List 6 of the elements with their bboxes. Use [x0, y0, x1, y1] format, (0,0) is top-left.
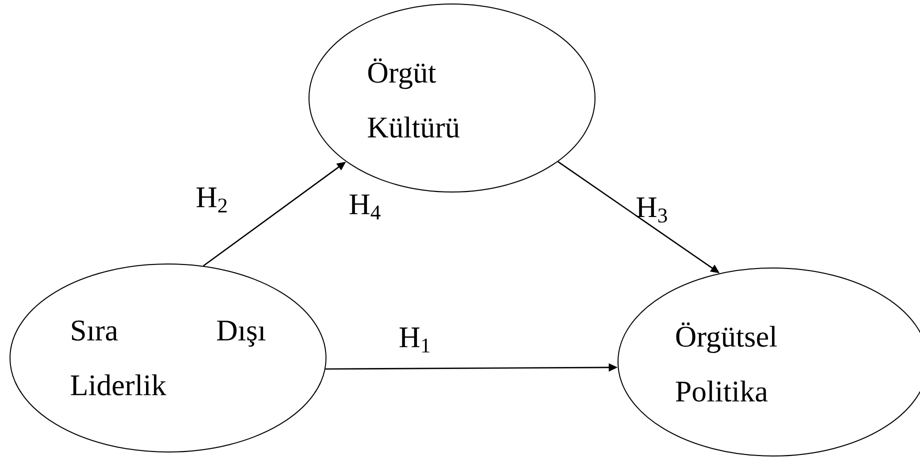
ellipse-node: Sıra Dışı Liderlik — [10, 264, 326, 452]
edge-label: H$_{2}$ — [196, 188, 227, 212]
ellipse-node: Örgüt Kültürü — [308, 4, 596, 192]
edge-label: H$_{3}$ — [636, 197, 667, 223]
edge-label: H$_{1}$ — [400, 328, 430, 352]
hypothesis-label: H$_{4}$ — [350, 194, 380, 220]
